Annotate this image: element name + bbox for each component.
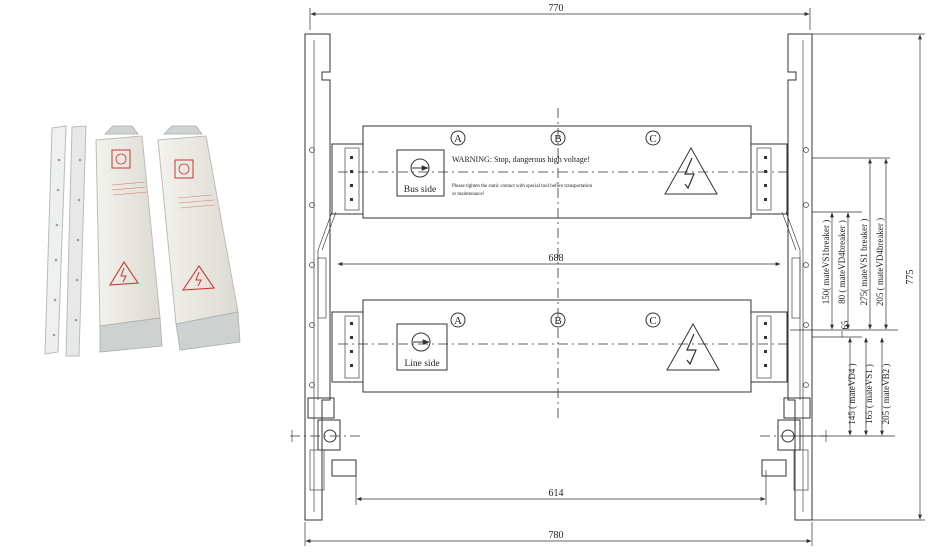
dim-275-label: 275( mateVS1 breaker ) <box>859 219 869 306</box>
guide-rail-left <box>44 125 67 355</box>
line-side-shutter: A B C Line side <box>331 299 790 393</box>
line-rotation-icon <box>411 332 431 352</box>
dim-145-label: 145 ( mateVD4 ) <box>847 363 857 424</box>
product-photo <box>44 125 241 357</box>
bus-side-shutter: A B C Bus side WARNING: Stop, dangerous … <box>331 125 790 219</box>
technical-drawing: 770 <box>290 3 925 546</box>
dim-775-label: 775 <box>905 270 916 285</box>
right-frame <box>760 33 828 521</box>
note-line-1: Please tighten the static contact with s… <box>452 184 593 189</box>
line-phase-a: A <box>454 315 462 327</box>
dimension-top: 770 <box>309 3 811 30</box>
shutter-plate-line <box>157 135 239 325</box>
bus-phase-a: A <box>454 133 462 145</box>
note-line-2: or maintenance! <box>452 192 485 197</box>
dim-770-label: 770 <box>549 3 564 14</box>
line-phase-b: B <box>554 315 561 327</box>
dimension-688: 688 <box>337 253 781 266</box>
dim-165-label: 165 ( mateVS1 ) <box>864 364 874 424</box>
bus-rotation-icon <box>410 158 430 178</box>
dimension-bottom: 780 <box>304 522 813 546</box>
dim-205-label: 205 ( mateVD4breaker ) <box>875 218 885 306</box>
shutter-plate-bus <box>95 135 161 327</box>
dim-688-label: 688 <box>549 253 564 264</box>
line-high-voltage-icon <box>666 322 720 371</box>
dim-80-label: 80 ( mateVD4breaker ) <box>837 220 847 304</box>
line-side-label: Line side <box>404 359 439 369</box>
warning-text: WARNING: Stop, dangerous high voltage! <box>452 155 590 164</box>
bus-phase-b: B <box>554 133 561 145</box>
right-dimension-group: 150( mateVS1breaker ) 80 ( mateVD4breake… <box>790 157 898 437</box>
guide-rail-right <box>65 125 87 357</box>
dim-205b-label: 205 ( mateVB2 ) <box>881 364 891 425</box>
dim-614-label: 614 <box>549 488 564 499</box>
dim-65-label: 65 <box>840 320 850 330</box>
dim-780-label: 780 <box>549 530 564 541</box>
dim-150-label: 150( mateVS1breaker ) <box>821 220 831 304</box>
left-frame <box>290 33 360 521</box>
line-phase-c: C <box>649 315 656 327</box>
dimension-775: 775 <box>812 33 925 521</box>
bus-phase-c: C <box>649 133 656 145</box>
bus-side-label: Bus side <box>404 185 436 195</box>
bus-high-voltage-icon <box>664 146 718 195</box>
dimension-614: 614 <box>355 470 767 505</box>
